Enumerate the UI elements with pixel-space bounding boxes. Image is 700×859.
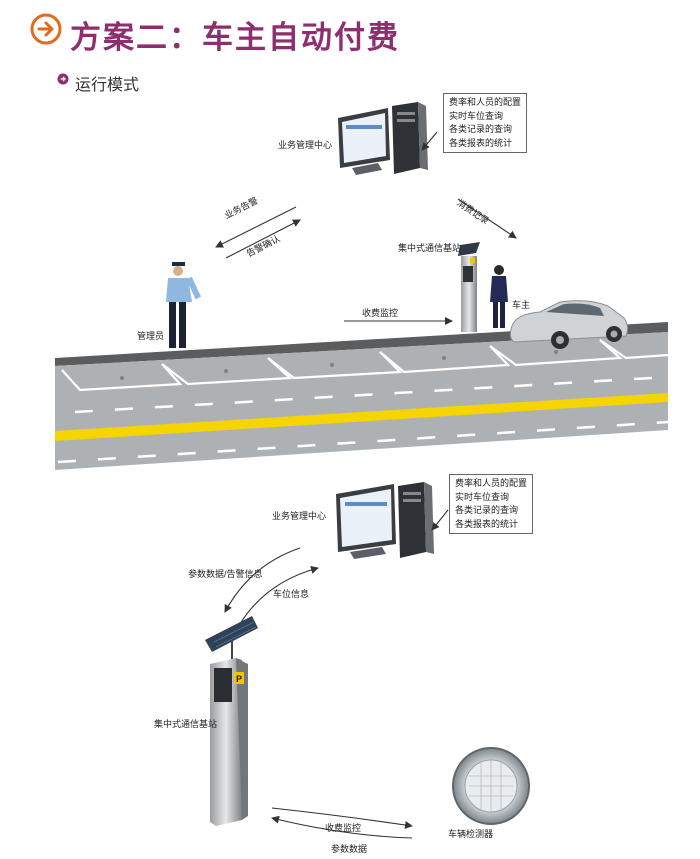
manager-figure <box>166 262 202 348</box>
param-alarm-label: 参数数据/告警信息 <box>188 569 263 579</box>
arrow-left-to-computer <box>421 131 438 151</box>
info-line: 费率和人员的配置 <box>449 97 522 107</box>
vehicle-detector-icon <box>452 747 530 825</box>
consume-record-arrow <box>457 198 517 239</box>
space-info-label: 车位信息 <box>273 589 310 599</box>
info-line: 各类记录的查询 <box>449 124 513 134</box>
manager-label: 管理员 <box>137 331 165 341</box>
info-box-bottom: 费率和人员的配置 实时车位查询 各类记录的查询 各类报表的统计 <box>449 474 534 534</box>
arrow-bullet-icon <box>57 73 69 85</box>
car-owner-figure <box>490 265 508 328</box>
owner-label: 车主 <box>512 300 531 310</box>
computer-icon <box>338 102 428 175</box>
bottom-param-label: 参数数据 <box>331 844 368 854</box>
alarm-arrow <box>215 206 297 248</box>
charge-monitor-label: 收费监控 <box>362 308 399 318</box>
base-station-label-bottom: 集中式通信基站 <box>154 719 218 729</box>
info-line: 实时车位查询 <box>455 491 510 502</box>
arrow-to-computer-bottom <box>431 509 449 531</box>
info-box: 费率和人员的配置 实时车位查询 各类记录的查询 各类报表的统计 <box>443 93 528 153</box>
base-station-icon-bottom: P <box>205 616 258 826</box>
detector-label: 车辆检测器 <box>448 829 494 839</box>
bottom-monitor-label: 收费监控 <box>325 823 362 833</box>
bottom-param-arrow <box>271 815 413 839</box>
info-line: 各类记录的查询 <box>455 505 519 515</box>
center-label-bottom: 业务管理中心 <box>272 511 327 521</box>
info-line: 费率和人员的配置 <box>455 478 528 488</box>
info-line: 各类报表的统计 <box>449 137 513 148</box>
section-subtitle: 运行模式 <box>75 77 140 94</box>
info-line: 各类报表的统计 <box>455 518 519 529</box>
info-line: 实时车位查询 <box>449 110 504 121</box>
space-info-arrow <box>239 565 319 625</box>
car-icon <box>509 300 629 349</box>
arrow-right-circle-icon <box>30 13 62 45</box>
road <box>55 322 669 470</box>
param-alarm-arrow <box>224 547 301 613</box>
svg-text:P: P <box>236 674 242 684</box>
confirm-arrow <box>225 219 301 259</box>
page-title: 方案二：车主自动付费 <box>70 20 400 55</box>
base-station-label: 集中式通信基站 <box>398 243 462 253</box>
computer-icon-bottom <box>336 482 434 559</box>
base-station-icon <box>458 242 480 332</box>
center-label: 业务管理中心 <box>278 140 333 150</box>
bottom-monitor-arrow <box>271 807 413 829</box>
